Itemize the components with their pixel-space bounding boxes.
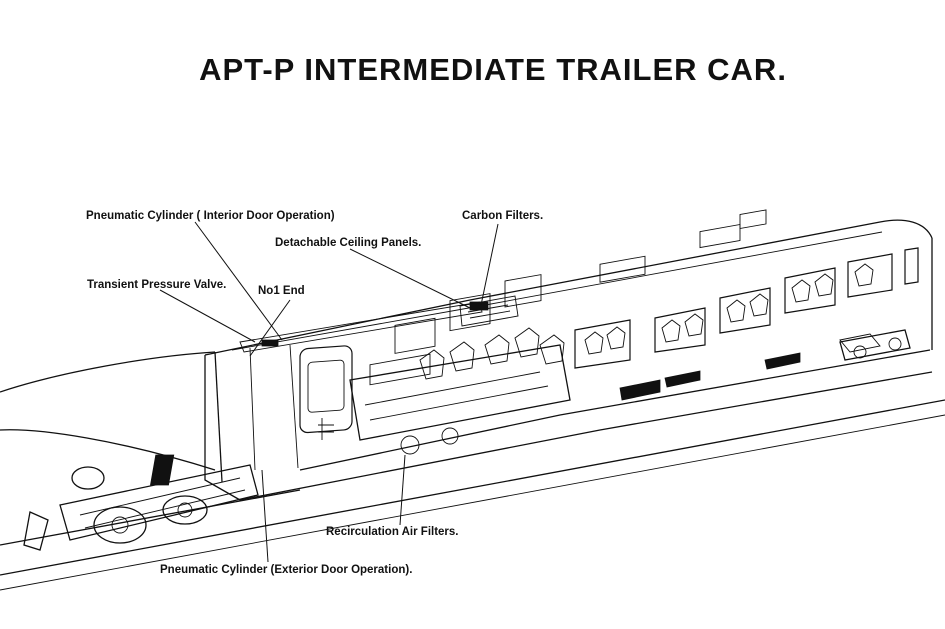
label-ceiling-panels: Detachable Ceiling Panels. — [275, 237, 421, 249]
leader-transient-valve — [159, 289, 256, 343]
label-carbon-filters: Carbon Filters. — [462, 210, 543, 222]
leader-recirculation-filters — [399, 454, 406, 526]
bogie-left — [23, 454, 259, 551]
no1-end-door — [299, 345, 353, 440]
label-no1-end: No1 End — [258, 285, 305, 297]
leader-pneumatic-interior — [194, 221, 283, 341]
leader-no1-end — [249, 299, 291, 357]
label-recirculation-filters: Recirculation Air Filters. — [326, 526, 459, 538]
track — [0, 399, 945, 591]
adjacent-car-body — [0, 351, 216, 471]
bogie-right — [839, 329, 911, 361]
leader-lines — [159, 221, 499, 563]
underframe-equipment — [599, 209, 881, 401]
leader-pneumatic-exterior — [261, 469, 269, 563]
leader-ceiling-panels — [349, 248, 471, 309]
leader-carbon-filters — [479, 223, 499, 311]
label-pneumatic-exterior: Pneumatic Cylinder (Exterior Door Operat… — [160, 564, 412, 576]
carbon-filter-block — [469, 301, 489, 311]
side-windows — [574, 247, 919, 369]
ceiling-ducting — [239, 295, 519, 353]
car-body-shell — [204, 219, 933, 501]
label-transient-valve: Transient Pressure Valve. — [87, 279, 226, 291]
interior-equipment — [349, 274, 571, 455]
diagram-title: APT-P INTERMEDIATE TRAILER CAR. — [199, 52, 787, 87]
label-pneumatic-interior: Pneumatic Cylinder ( Interior Door Opera… — [86, 210, 335, 222]
passenger-seats — [419, 263, 874, 380]
